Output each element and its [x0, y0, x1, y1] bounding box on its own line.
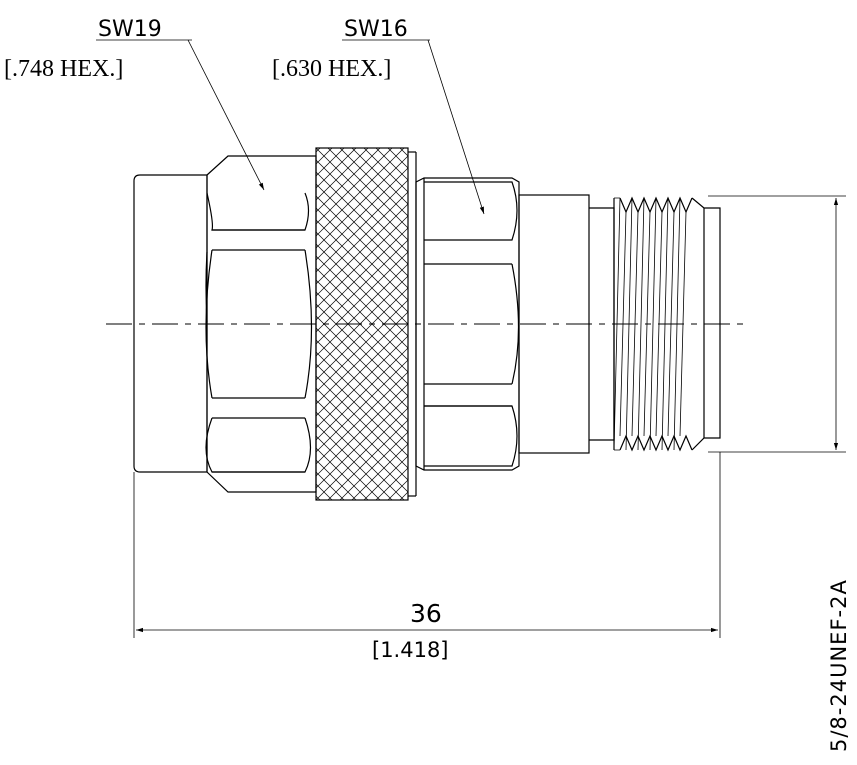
thread-spec: 5/8-24UNEF-2A: [827, 579, 851, 752]
sw16-size: [.630 HEX.]: [272, 56, 391, 82]
front-body: [133, 174, 208, 473]
hex-nut-sw19: [205, 155, 317, 493]
length-dimension: [133, 452, 721, 638]
sw16-label: SW16: [344, 17, 408, 42]
length-mm: 36: [410, 599, 442, 628]
leader-sw16: [342, 39, 485, 215]
leader-sw19: [96, 39, 265, 191]
sw19-size: [.748 HEX.]: [4, 56, 123, 82]
thread-dimension: [708, 195, 846, 453]
threaded-section: [589, 196, 721, 452]
hex-nut-sw16: [415, 177, 520, 471]
sw19-label: SW19: [98, 17, 162, 42]
length-in: [1.418]: [372, 638, 449, 662]
